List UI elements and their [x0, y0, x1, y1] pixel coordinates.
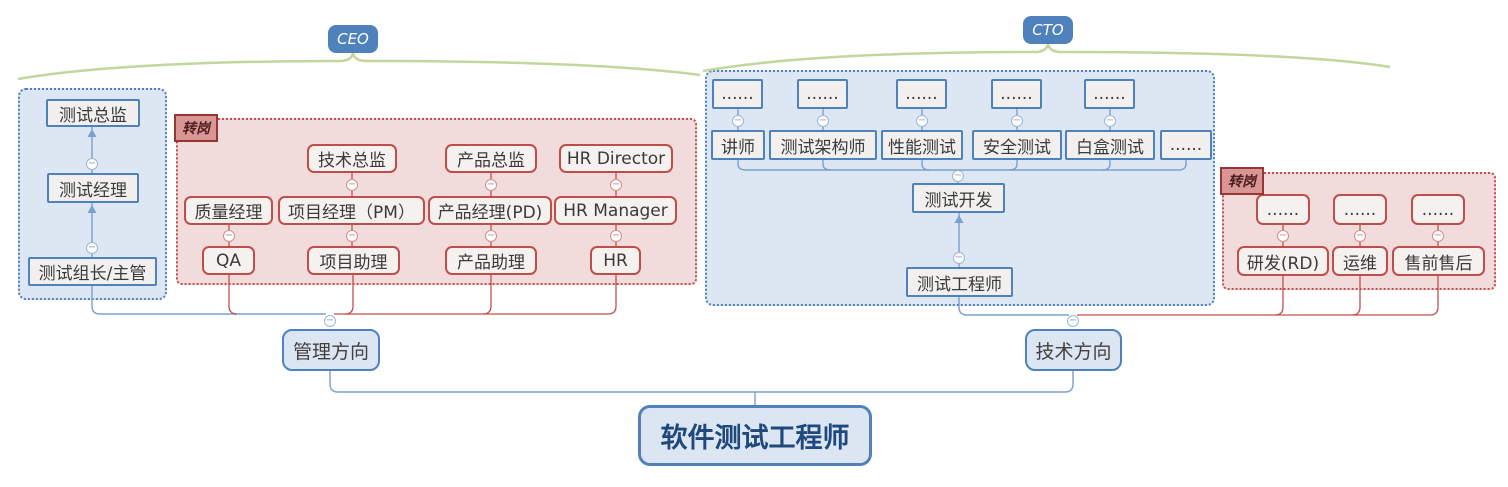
collapse-toggle-icon[interactable]: −: [817, 115, 829, 127]
node-test-architect[interactable]: 测试架构师: [769, 130, 877, 160]
collapse-toggle-icon[interactable]: −: [1104, 115, 1116, 127]
node-management-direction[interactable]: 管理方向: [282, 329, 380, 371]
collapse-toggle-icon[interactable]: −: [1277, 230, 1289, 242]
collapse-toggle-icon[interactable]: −: [1067, 315, 1079, 327]
node-security-testing[interactable]: 安全测试: [972, 130, 1062, 160]
node-project-manager[interactable]: 项目经理（PM）: [278, 196, 425, 225]
collapse-toggle-icon[interactable]: −: [1354, 230, 1366, 242]
ceo-brace: [17, 52, 701, 81]
collapse-toggle-icon[interactable]: −: [916, 115, 928, 127]
collapse-toggle-icon[interactable]: −: [610, 179, 622, 191]
node-ellipsis-sales[interactable]: ......: [1411, 194, 1465, 225]
node-tech-director[interactable]: 技术总监: [307, 144, 397, 173]
node-ellipsis-top-1[interactable]: ......: [712, 79, 763, 109]
collapse-toggle-icon[interactable]: −: [86, 242, 98, 254]
left-career-change-badge[interactable]: 转岗: [174, 114, 218, 142]
collapse-toggle-icon[interactable]: −: [485, 230, 497, 242]
node-lecturer[interactable]: 讲师: [711, 130, 765, 160]
cto-brace: [702, 43, 1391, 73]
node-ellipsis-top-5[interactable]: ......: [1084, 79, 1135, 109]
collapse-toggle-icon[interactable]: −: [346, 230, 358, 242]
collapse-toggle-icon[interactable]: −: [485, 179, 497, 191]
node-ellipsis-rd[interactable]: ......: [1256, 194, 1310, 225]
collapse-toggle-icon[interactable]: −: [86, 158, 98, 170]
node-test-lead[interactable]: 测试组长/主管: [28, 257, 157, 286]
collapse-toggle-icon[interactable]: −: [223, 230, 235, 242]
node-product-assistant[interactable]: 产品助理: [445, 246, 537, 275]
node-performance-testing[interactable]: 性能测试: [881, 130, 963, 160]
node-test-development[interactable]: 测试开发: [912, 183, 1005, 213]
node-technical-direction[interactable]: 技术方向: [1025, 329, 1122, 371]
node-product-manager[interactable]: 产品经理(PD): [428, 196, 552, 225]
collapse-toggle-icon[interactable]: −: [346, 179, 358, 191]
node-rd[interactable]: 研发(RD): [1237, 246, 1329, 276]
node-test-director[interactable]: 测试总监: [46, 99, 140, 127]
node-test-manager[interactable]: 测试经理: [47, 173, 139, 203]
node-test-engineer[interactable]: 测试工程师: [906, 267, 1013, 297]
node-ellipsis-top-4[interactable]: ......: [991, 79, 1042, 109]
node-ellipsis-top-3[interactable]: ......: [896, 79, 947, 109]
ceo-callout[interactable]: CEO: [328, 25, 378, 53]
node-qa[interactable]: QA: [202, 246, 255, 275]
collapse-toggle-icon[interactable]: −: [324, 315, 336, 327]
node-quality-manager[interactable]: 质量经理: [184, 196, 273, 225]
cto-callout[interactable]: CTO: [1023, 16, 1073, 44]
right-career-change-badge[interactable]: 转岗: [1220, 167, 1264, 195]
collapse-toggle-icon[interactable]: −: [610, 230, 622, 242]
node-hr-director[interactable]: HR Director: [559, 144, 673, 173]
node-ellipsis-ops[interactable]: ......: [1333, 194, 1387, 225]
node-operations[interactable]: 运维: [1332, 246, 1388, 276]
node-product-director[interactable]: 产品总监: [445, 144, 537, 173]
collapse-toggle-icon[interactable]: −: [952, 170, 964, 182]
node-ellipsis-specialty[interactable]: ......: [1160, 130, 1212, 160]
collapse-toggle-icon[interactable]: −: [1011, 115, 1023, 127]
collapse-toggle-icon[interactable]: −: [732, 115, 744, 127]
collapse-toggle-icon[interactable]: −: [1432, 230, 1444, 242]
collapse-toggle-icon[interactable]: −: [953, 252, 965, 264]
node-hr-manager[interactable]: HR Manager: [554, 196, 677, 225]
node-whitebox-testing[interactable]: 白盒测试: [1065, 130, 1155, 160]
node-presales-aftersales[interactable]: 售前售后: [1392, 246, 1485, 276]
node-hr[interactable]: HR: [590, 246, 641, 275]
root-node-software-test-engineer[interactable]: 软件测试工程师: [638, 405, 872, 466]
node-ellipsis-top-2[interactable]: ......: [797, 79, 848, 109]
node-project-assistant[interactable]: 项目助理: [307, 246, 400, 275]
